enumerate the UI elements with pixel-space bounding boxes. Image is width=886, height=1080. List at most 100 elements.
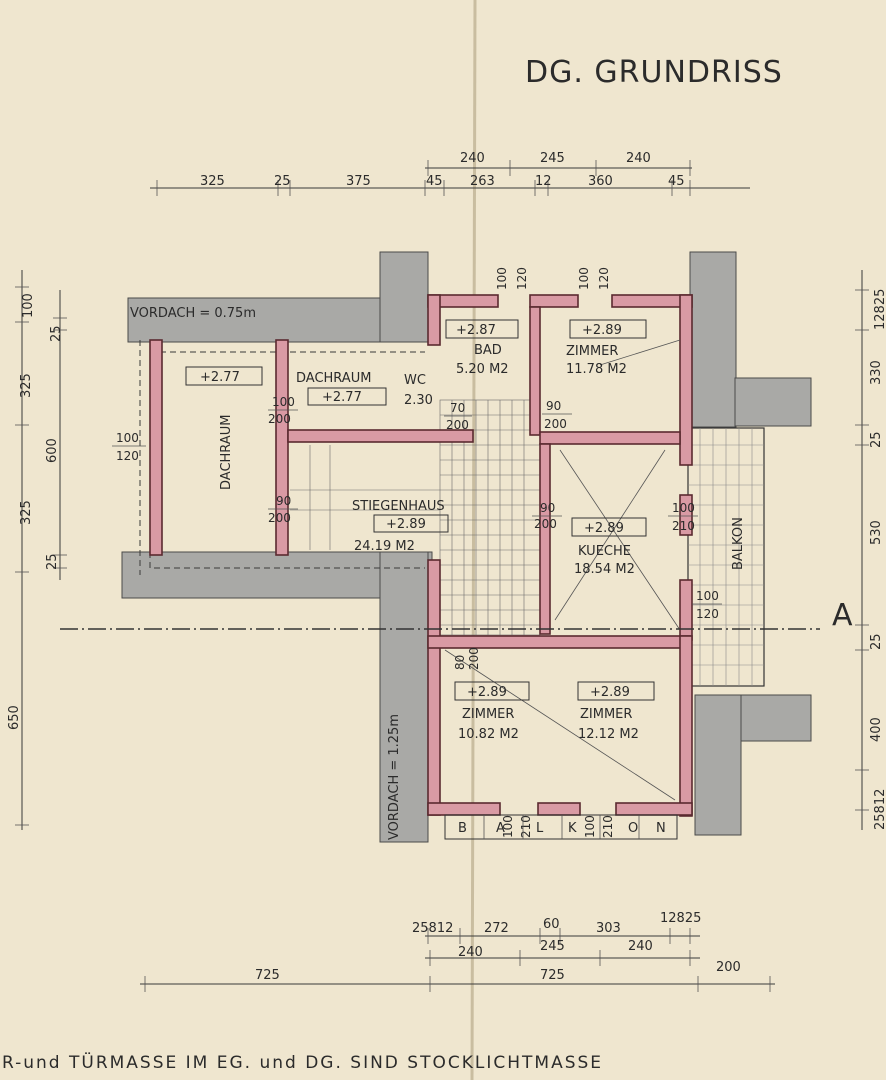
balkon-legend-strip: B A L K O N	[444, 814, 678, 840]
dim-top2-7: 45	[668, 174, 685, 189]
dim-right-0: 12825	[873, 289, 886, 330]
opening-o8-b: 120	[696, 607, 719, 621]
legend-cell-2: L	[536, 821, 544, 836]
room-wc-name: WC	[404, 373, 426, 388]
dim-left-5: 25	[45, 553, 60, 570]
dim-bottom2-1: 245	[540, 939, 565, 954]
dim-right-2: 25	[869, 431, 884, 448]
top-window-1-b: 120	[515, 267, 529, 290]
dim-top2-3: 45	[426, 174, 443, 189]
balkon-label: BALKON	[731, 517, 746, 570]
room-zimmer-ne-name: ZIMMER	[566, 344, 618, 359]
dim-bottom1-1: 272	[484, 921, 509, 936]
opening-o3-b: 200	[544, 417, 567, 431]
top-dimension-chain: 240 245 240 325 25 375 45 263 12 360 45	[150, 151, 750, 196]
dim-bottom3-1: 725	[540, 968, 565, 983]
dim-left-1: 25	[49, 325, 64, 342]
room-zimmer-se-name: ZIMMER	[580, 707, 632, 722]
opening-sizes: 100 120 100 120 100 200 70 200 90 200 10…	[112, 267, 722, 838]
vordach-side-label: VORDACH = 1.25m	[387, 714, 402, 840]
room-kueche-area: 18.54 M2	[574, 562, 635, 577]
top-window-2-b: 120	[597, 267, 611, 290]
right-dimension-chain: 12825 330 25 530 25 400 25812	[855, 270, 886, 830]
dim-bottom3-0: 725	[255, 968, 280, 983]
room-zimmer-sw-name: ZIMMER	[462, 707, 514, 722]
opening-o7-a: 100	[672, 501, 695, 515]
legend-cell-0: B	[458, 821, 467, 836]
opening-o4-b: 120	[116, 449, 139, 463]
dim-left-4: 325	[19, 500, 34, 525]
opening-o11-a: 100	[583, 815, 597, 838]
dim-bottom3-2: 200	[716, 960, 741, 975]
bottom-dimension-chain: 25812 272 60 303 12825 240 245 240 725 7…	[140, 911, 775, 992]
left-dimension-chain: 100 25 325 600 325 25 650	[7, 270, 67, 830]
legend-cell-1: A	[496, 821, 505, 836]
opening-o8-a: 100	[696, 589, 719, 603]
legend-cell-5: N	[656, 821, 666, 836]
opening-o5-a: 90	[276, 494, 291, 508]
room-zimmer-ne-height: +2.89	[582, 323, 622, 338]
dim-right-6: 25812	[873, 789, 886, 830]
dim-bottom2-2: 240	[628, 939, 653, 954]
plan-title: DG. GRUNDRISS	[525, 55, 783, 90]
dim-left-6: 650	[7, 705, 22, 730]
room-dachraum-left-height: +2.77	[200, 370, 240, 385]
dim-bottom1-3: 303	[596, 921, 621, 936]
room-zimmer-se-area: 12.12 M2	[578, 727, 639, 742]
room-zimmer-sw-area: 10.82 M2	[458, 727, 519, 742]
room-bad-height: +2.87	[456, 323, 496, 338]
opening-o9-b: 200	[467, 647, 481, 670]
diagonal-construction-lines	[444, 339, 681, 801]
section-marker: A	[832, 598, 853, 633]
opening-o9-a: 80	[453, 655, 467, 670]
dim-top2-5: 12	[535, 174, 552, 189]
room-kueche-height: +2.89	[584, 521, 624, 536]
dim-left-2: 325	[19, 373, 34, 398]
vordach-top-label: VORDACH = 0.75m	[130, 306, 256, 321]
dim-bottom1-2: 60	[543, 917, 560, 932]
room-zimmer-sw-height: +2.89	[467, 685, 507, 700]
room-zimmer-se-height: +2.89	[590, 685, 630, 700]
top-window-2-a: 100	[577, 267, 591, 290]
room-bad-area: 5.20 M2	[456, 362, 509, 377]
opening-o5-b: 200	[268, 511, 291, 525]
dim-right-3: 530	[869, 520, 884, 545]
balkon-area	[687, 427, 765, 687]
dim-bottom1-4: 12825	[660, 911, 701, 926]
dim-top2-6: 360	[588, 174, 613, 189]
dim-right-1: 330	[869, 360, 884, 385]
dim-left-3: 600	[45, 438, 60, 463]
room-kueche-name: KUECHE	[578, 544, 631, 559]
room-dachraum-mid-height: +2.77	[322, 390, 362, 405]
opening-o1-a: 100	[272, 395, 295, 409]
legend-cell-3: K	[568, 821, 577, 836]
room-bad-name: BAD	[474, 343, 502, 358]
dim-top1-2: 240	[626, 151, 651, 166]
opening-o10-b: 210	[519, 815, 533, 838]
room-zimmer-ne-area: 11.78 M2	[566, 362, 627, 377]
room-dachraum-left-name: DACHRAUM	[219, 415, 234, 490]
opening-o1-b: 200	[268, 412, 291, 426]
opening-o2-a: 70	[450, 401, 465, 415]
opening-o11-b: 210	[601, 815, 615, 838]
dim-top2-4: 263	[470, 174, 495, 189]
opening-o6-b: 200	[534, 517, 557, 531]
dim-bottom2-0: 240	[458, 945, 483, 960]
dim-top2-2: 375	[346, 174, 371, 189]
room-wc-area: 2.30	[404, 393, 433, 408]
opening-o6-a: 90	[540, 501, 555, 515]
top-window-1-a: 100	[495, 267, 509, 290]
dim-right-5: 400	[869, 717, 884, 742]
legend-cell-4: O	[628, 821, 638, 836]
opening-o7-b: 210	[672, 519, 695, 533]
dim-top1-1: 245	[540, 151, 565, 166]
dim-left-0: 100	[21, 293, 36, 318]
footer-note: R-und TÜRMASSE IM EG. und DG. SIND STOCK…	[2, 1051, 603, 1073]
opening-o4-a: 100	[116, 431, 139, 445]
roof-eaves	[121, 251, 812, 843]
dim-right-4: 25	[869, 633, 884, 650]
dim-top2-1: 25	[274, 174, 291, 189]
paper-fold	[470, 0, 477, 1080]
room-stiegenhaus-area: 24.19 M2	[354, 539, 415, 554]
